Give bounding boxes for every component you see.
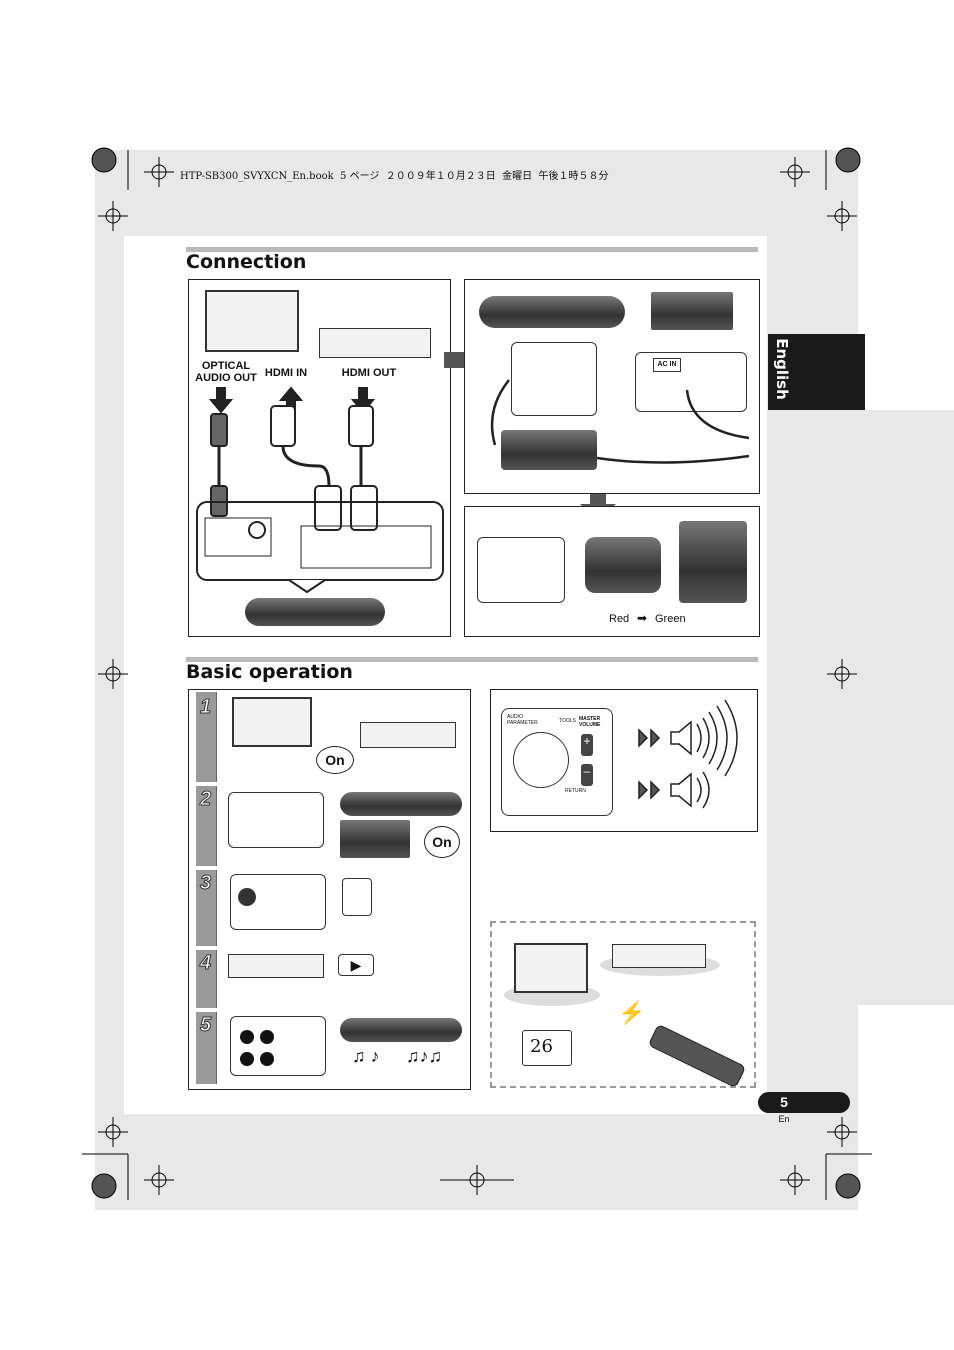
volume-up-button: + <box>581 734 593 756</box>
cable-drawing <box>196 386 444 594</box>
step-number: 3 <box>199 872 212 895</box>
ac-adapter-icon <box>501 430 597 470</box>
page-language: En <box>778 1114 790 1124</box>
audio-parameter-label: AUDIO PARAMETER <box>507 714 538 726</box>
step-number: 2 <box>199 788 212 811</box>
indicator-arrow-icon: ➡ <box>637 611 648 625</box>
tv-icon <box>205 290 299 352</box>
reference-panel <box>490 921 756 1088</box>
on-bubble: On <box>424 826 460 858</box>
print-header: HTP-SB300_SVYXCN_En.book 5 ページ ２００９年１０月２… <box>180 171 609 182</box>
step-number: 1 <box>199 696 212 719</box>
step-number: 4 <box>199 952 212 975</box>
subwoofer-icon <box>340 820 410 858</box>
input-buttons-icon <box>230 874 326 930</box>
volume-diagram: AUDIO PARAMETER TOOLS MASTER VOLUME RETU… <box>490 689 758 832</box>
step-tab <box>196 870 217 946</box>
input-button-pressed <box>238 888 256 906</box>
bd-player-icon <box>319 328 431 358</box>
ac-in-label: AC IN <box>653 358 681 372</box>
side-strip <box>767 410 954 1005</box>
subwoofer-icon <box>651 292 733 330</box>
sound-mode-button <box>260 1052 274 1066</box>
basic-operation-rule <box>186 657 758 662</box>
tv-icon <box>232 697 312 747</box>
language-tab <box>768 334 865 410</box>
signal-icon: ⚡ <box>618 1000 646 1025</box>
speaker-volume-icons <box>638 700 738 809</box>
basic-operation-heading: Basic operation <box>186 661 353 683</box>
soundbar-icon <box>340 1018 462 1042</box>
step-number: 5 <box>199 1014 212 1037</box>
on-bubble: On <box>316 746 354 774</box>
connection-diagram-left: OPTICAL AUDIO OUT HDMI IN HDMI OUT <box>188 279 451 637</box>
navigation-pad-icon <box>513 732 569 788</box>
tools-label: TOOLS <box>559 718 576 724</box>
play-button-icon: ▶ <box>338 954 374 976</box>
page-number: 5 <box>780 1094 788 1110</box>
power-cords <box>490 379 750 464</box>
soundbar-end-icon <box>585 537 661 593</box>
sound-mode-button <box>240 1052 254 1066</box>
step-tab <box>196 1012 217 1084</box>
sound-mode-button <box>240 1030 254 1044</box>
remote-top-icon <box>228 792 324 848</box>
bd-player-icon <box>360 722 456 748</box>
optical-audio-out-label: OPTICAL AUDIO OUT <box>195 360 257 384</box>
bd-player-icon <box>612 944 706 968</box>
volume-down-button: – <box>581 764 593 786</box>
music-notes-icon: ♫ ♪ <box>352 1046 380 1066</box>
step-tab <box>196 692 217 782</box>
step-tab <box>196 786 217 866</box>
tv-icon <box>514 943 588 993</box>
hdmi-in-label: HDMI IN <box>264 367 308 379</box>
hdmi-out-label: HDMI OUT <box>341 367 397 379</box>
power-connection-diagram: AC IN <box>464 279 760 494</box>
soundbar-icon <box>479 296 625 328</box>
connection-rule <box>186 247 758 252</box>
power-on-diagram: Red ➡ Green <box>464 506 760 637</box>
remote-panel-icon <box>501 708 613 816</box>
indicator-green-label: Green <box>655 613 686 625</box>
music-notes-icon: ♫♪♫ <box>406 1046 442 1066</box>
soundbar-icon <box>340 792 462 816</box>
soundbar-icon <box>245 598 385 626</box>
subwoofer-corner-icon <box>679 521 747 603</box>
master-volume-label: MASTER VOLUME <box>579 716 601 728</box>
connection-heading: Connection <box>186 251 307 273</box>
sound-mode-buttons-icon <box>230 1016 326 1076</box>
hdmi-input-icon <box>342 878 372 916</box>
step-tab <box>196 950 217 1008</box>
soundbar-rear-panel <box>511 342 597 416</box>
remote-top-icon <box>477 537 565 603</box>
manual-book-icon <box>522 1030 572 1066</box>
return-label: RETURN <box>565 788 586 794</box>
reference-page-number: 26 <box>530 1036 553 1057</box>
sound-mode-button <box>260 1030 274 1044</box>
bd-player-icon <box>228 954 324 978</box>
page-number-tab <box>758 1092 850 1113</box>
indicator-red-label: Red <box>609 613 630 625</box>
language-tab-label: English <box>773 338 791 400</box>
